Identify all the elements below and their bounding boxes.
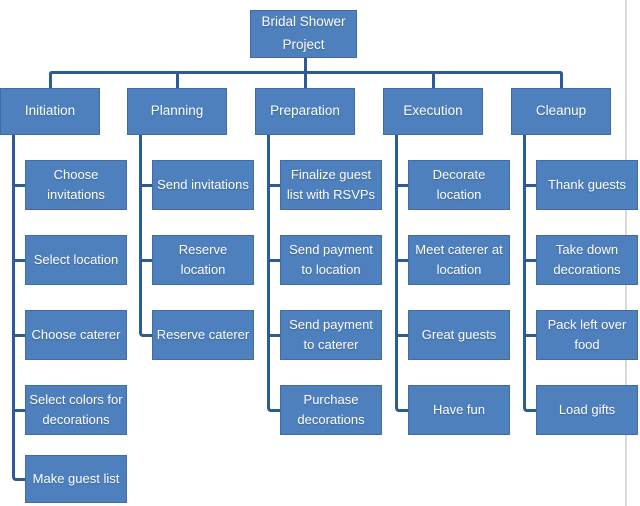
category-node-execution[interactable]: Execution [383, 88, 483, 135]
connector-branch-preparation [267, 135, 281, 412]
connector-branch-execution [395, 135, 409, 412]
connector-stub [139, 184, 153, 187]
connector-root-stub [304, 58, 307, 74]
connector-stub [523, 184, 537, 187]
task-node[interactable]: Decorate location [408, 160, 510, 210]
connector-branch-cleanup [523, 135, 537, 412]
connector-stub [12, 409, 26, 412]
task-node[interactable]: Make guest list [25, 455, 127, 503]
task-node[interactable]: Send payment to location [280, 235, 382, 285]
task-node[interactable]: Select colors for decorations [25, 385, 127, 435]
connector-stub [395, 184, 409, 187]
task-node[interactable]: Select location [25, 235, 127, 285]
connector-bus-stub-execution [432, 71, 435, 88]
connector-stub [267, 334, 281, 337]
task-node[interactable]: Load gifts [536, 385, 638, 435]
task-node[interactable]: Reserve location [152, 235, 254, 285]
connector-stub [12, 259, 26, 262]
connector-bus-stub-preparation [304, 71, 307, 88]
connector-stub [139, 259, 153, 262]
connector-stub [523, 259, 537, 262]
task-node[interactable]: Purchase decorations [280, 385, 382, 435]
task-node[interactable]: Meet caterer at location [408, 235, 510, 285]
connector-stub [267, 184, 281, 187]
connector-branch-initiation [12, 135, 26, 481]
task-node[interactable]: Finalize guest list with RSVPs [280, 160, 382, 210]
connector-stub [12, 184, 26, 187]
task-node[interactable]: Great guests [408, 310, 510, 360]
task-node[interactable]: Pack left over food [536, 310, 638, 360]
category-node-preparation[interactable]: Preparation [255, 88, 355, 135]
connector-stub [523, 334, 537, 337]
task-node[interactable]: Reserve caterer [152, 310, 254, 360]
category-node-cleanup[interactable]: Cleanup [511, 88, 611, 135]
category-node-initiation[interactable]: Initiation [0, 88, 100, 135]
connector-branch-planning [139, 135, 153, 337]
task-node[interactable]: Thank guests [536, 160, 638, 210]
connector-stub [395, 334, 409, 337]
root-node[interactable]: Bridal Shower Project [250, 10, 357, 58]
connector-stub [267, 259, 281, 262]
task-node[interactable]: Have fun [408, 385, 510, 435]
category-node-planning[interactable]: Planning [127, 88, 227, 135]
task-node[interactable]: Choose caterer [25, 310, 127, 360]
connector-bus-stub-planning [176, 71, 179, 88]
task-node[interactable]: Send payment to caterer [280, 310, 382, 360]
task-node[interactable]: Take down decorations [536, 235, 638, 285]
connector-stub [12, 334, 26, 337]
task-node[interactable]: Choose invitations [25, 160, 127, 210]
connector-stub [395, 259, 409, 262]
task-node[interactable]: Send invitations [152, 160, 254, 210]
